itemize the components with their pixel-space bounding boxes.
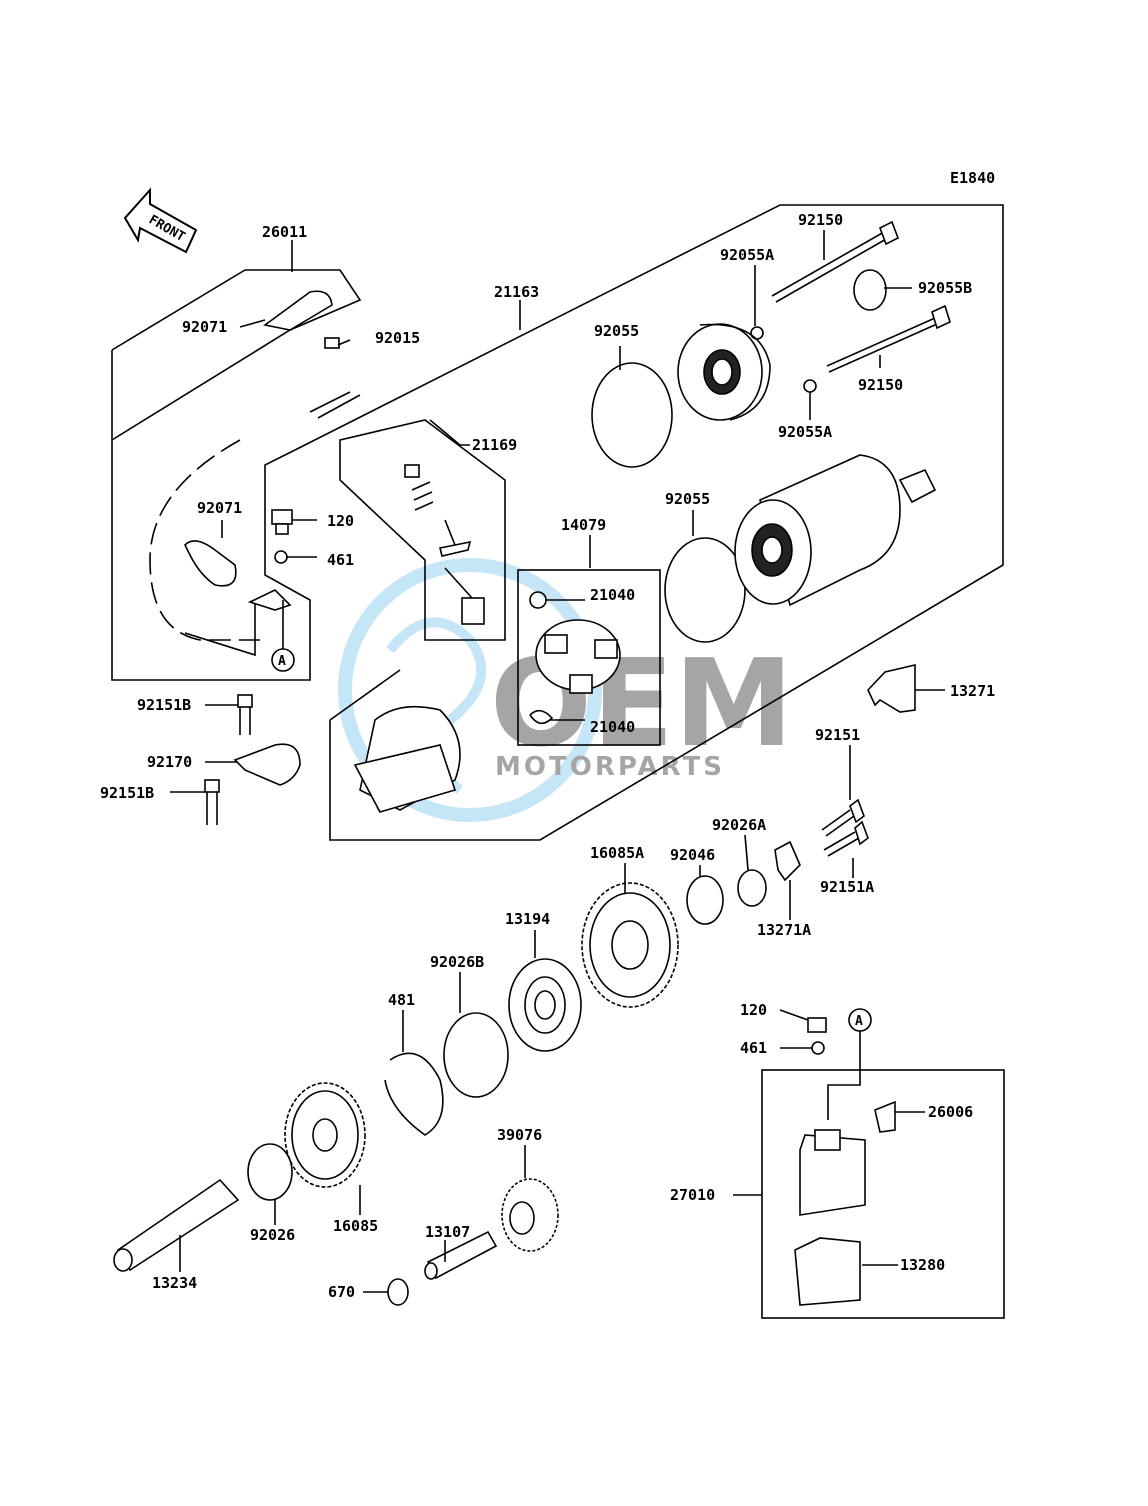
motor-yoke <box>734 454 937 607</box>
shim-92026b <box>443 1012 509 1098</box>
label-92055a-upper: 92055A <box>720 246 774 264</box>
leader-lines <box>170 230 945 1293</box>
label-92026: 92026 <box>250 1226 295 1244</box>
label-16085: 16085 <box>333 1217 378 1235</box>
relay-box <box>761 1069 1005 1319</box>
front-arrow-icon: FRONT <box>123 187 198 254</box>
bolt-120 <box>271 509 293 535</box>
label-670: 670 <box>328 1283 355 1301</box>
label-21040-lower: 21040 <box>590 718 635 736</box>
gear-39076 <box>501 1178 559 1252</box>
watermark-sub: MOTORPARTS <box>495 752 725 782</box>
label-92150-upper: 92150 <box>798 211 843 229</box>
through-bolt-upper <box>771 220 900 303</box>
label-92151a: 92151A <box>820 878 874 896</box>
label-120-lower: 120 <box>740 1001 767 1019</box>
label-92055b: 92055B <box>918 279 972 297</box>
label-92015: 92015 <box>375 329 420 347</box>
brush-holder-box <box>339 419 506 641</box>
diagram-code: E1840 <box>950 169 995 187</box>
front-cover-assembly <box>353 705 461 813</box>
label-21040-upper: 21040 <box>590 586 635 604</box>
gear-16085 <box>284 1082 366 1188</box>
marker-a-left: A <box>278 654 286 669</box>
label-13271a: 13271A <box>757 921 811 939</box>
label-481: 481 <box>388 991 415 1009</box>
label-13280: 13280 <box>900 1256 945 1274</box>
clutch-13194 <box>508 958 582 1052</box>
label-16085a: 16085A <box>590 844 644 862</box>
washer-92026a <box>737 869 767 907</box>
clamp-92170 <box>233 743 301 786</box>
label-21163: 21163 <box>494 283 539 301</box>
label-21169: 21169 <box>472 436 517 454</box>
label-92071-top: 92071 <box>182 318 227 336</box>
gear-16085a <box>581 882 679 1008</box>
circlip-481 <box>384 1052 444 1136</box>
lead-cover-26011 <box>263 290 333 331</box>
bracket-13271 <box>867 663 916 713</box>
label-461-lower: 461 <box>740 1039 767 1057</box>
label-92026b: 92026B <box>430 953 484 971</box>
label-92170: 92170 <box>147 753 192 771</box>
bolt-92151a <box>823 820 869 857</box>
shaft-13107 <box>424 1230 498 1280</box>
bolt-92151 <box>821 798 865 837</box>
bolt-92151b-upper <box>237 694 253 735</box>
label-14079: 14079 <box>561 516 606 534</box>
assembly-outline-starter <box>111 204 1004 841</box>
o-ring-92055-upper <box>591 362 673 468</box>
o-ring-92055b <box>853 269 887 311</box>
label-92151: 92151 <box>815 726 860 744</box>
o-ring-92055a-upper <box>750 326 764 340</box>
label-92055a-lower: 92055A <box>778 423 832 441</box>
label-13107: 13107 <box>425 1223 470 1241</box>
reference-marker-a-left: A <box>271 600 295 672</box>
label-13271: 13271 <box>950 682 995 700</box>
label-27010: 27010 <box>670 1186 715 1204</box>
through-bolt-lower <box>826 304 951 373</box>
label-39076: 39076 <box>497 1126 542 1144</box>
label-120-upper: 120 <box>327 512 354 530</box>
label-92046: 92046 <box>670 846 715 864</box>
brush-plate <box>529 591 621 725</box>
label-92055-mid: 92055 <box>665 490 710 508</box>
o-ring-670 <box>387 1278 409 1306</box>
rear-end-cover <box>677 323 771 421</box>
label-92026a: 92026A <box>712 816 766 834</box>
brush-spring-parts <box>404 464 485 625</box>
relay-27010 <box>794 1017 896 1306</box>
marker-a-right: A <box>855 1014 863 1029</box>
part-labels: 26011 92071 92015 21163 21169 92071 120 … <box>100 211 995 1301</box>
collar-92026 <box>247 1143 293 1201</box>
label-461-upper: 461 <box>327 551 354 569</box>
label-26006: 26006 <box>928 1103 973 1121</box>
label-92055-upper: 92055 <box>594 322 639 340</box>
label-92151b-upper: 92151B <box>137 696 191 714</box>
bearing-92046 <box>686 875 724 925</box>
label-13234: 13234 <box>152 1274 197 1292</box>
o-ring-92055a-lower <box>803 379 817 393</box>
label-13194: 13194 <box>505 910 550 928</box>
o-ring-92055-mid <box>664 537 746 643</box>
label-92150-lower: 92150 <box>858 376 903 394</box>
bolt-92151b-lower <box>204 779 220 825</box>
bracket-13271a <box>774 840 801 882</box>
wire-harness <box>149 439 292 657</box>
label-92071-mid: 92071 <box>197 499 242 517</box>
label-26011: 26011 <box>262 223 307 241</box>
shaft-13234 <box>113 1178 240 1272</box>
reference-marker-a-right: A <box>827 1008 872 1120</box>
terminal-92015 <box>309 337 361 419</box>
brush-plate-box <box>517 569 661 746</box>
circlip-461 <box>274 550 288 564</box>
label-92151b-lower: 92151B <box>100 784 154 802</box>
